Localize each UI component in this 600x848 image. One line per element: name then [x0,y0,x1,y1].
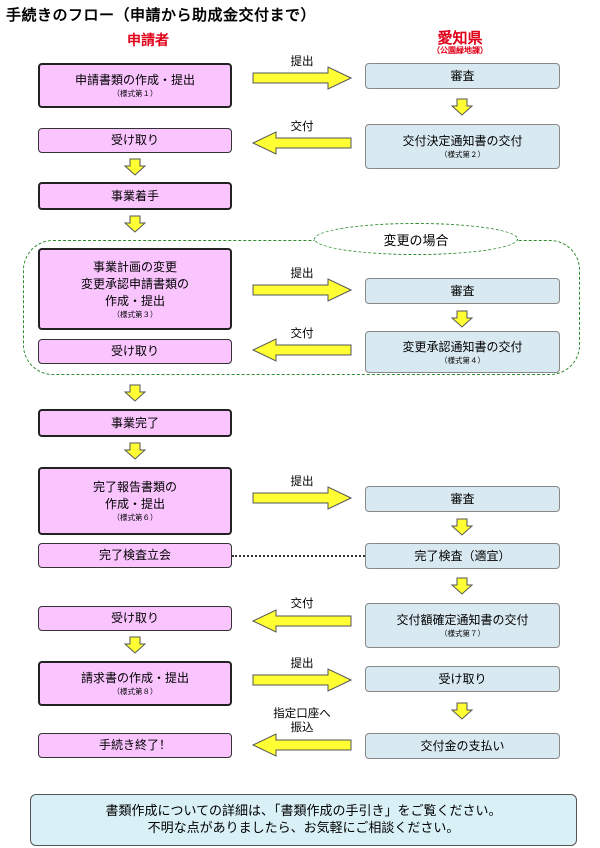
box-label: 申請書類の作成・提出 [74,73,195,87]
box-label: 変更承認申請書類の [80,276,189,291]
arrow-left-icon [252,338,352,362]
footer-note: 書類作成についての詳細は、「書類作成の手引き」をご覧ください。 不明な点がありま… [30,794,577,846]
form-note: （様式第７） [440,629,485,638]
arrow-label-submit: 提出 [290,656,314,670]
flow-box-project-start: 事業着手 [38,182,232,210]
form-note: （様式第４） [440,355,485,365]
prefecture-department: （公園緑地課） [432,46,488,55]
box-label: 交付金の支払い [420,738,505,753]
arrow-label-grant: 交付 [290,596,314,610]
box-label: 完了検査立会 [98,548,171,562]
flow-box-review-1: 審査 [365,63,560,89]
box-label: 審査 [450,283,475,298]
box-label: 受け取り [110,344,159,358]
flow-box-amount-confirmation-notice: 交付額確定通知書の交付 （様式第７） [365,603,560,648]
flow-box-project-complete: 事業完了 [38,409,232,437]
flow-box-application: 申請書類の作成・提出 （様式第１） [38,63,232,108]
box-label: 受け取り [110,611,159,625]
inspection-connector-line [232,555,365,557]
arrow-down-icon [450,518,474,536]
box-label: 作成・提出 [104,293,165,308]
footer-line: 書類作成についての詳細は、「書類作成の手引き」をご覧ください。 [105,804,502,819]
change-case-group [23,240,580,375]
arrow-label-line: 振込 [290,720,314,734]
arrow-down-icon [123,158,147,176]
box-label: 事業着手 [110,188,159,203]
box-label: 請求書の作成・提出 [80,671,189,685]
flow-box-receive-decision: 受け取り [38,128,232,153]
box-label: 作成・提出 [104,497,165,511]
flow-box-completion-report: 完了報告書類の 作成・提出 （様式第６） [38,467,232,535]
box-label: 完了検査（適宜） [414,548,511,563]
prefecture-column-header: 愛知県 （公園緑地課） [410,30,510,56]
flow-box-change-approval-notice: 変更承認通知書の交付 （様式第４） [365,331,560,373]
flow-box-review-2: 審査 [365,278,560,304]
flow-box-payment: 交付金の支払い [365,733,560,759]
flow-box-receive-invoice: 受け取り [365,666,560,692]
form-note: （様式第６） [112,513,158,522]
arrow-down-icon [123,384,147,402]
arrow-left-icon [252,733,352,757]
box-label: 交付額確定通知書の交付 [396,613,529,627]
form-note: （様式第３） [112,309,158,319]
arrow-right-icon [252,668,352,692]
form-note: （様式第２） [440,150,485,159]
arrow-label-submit: 提出 [290,474,314,488]
form-note: （様式第１） [112,89,158,98]
box-label: 審査 [450,68,475,83]
arrow-label-grant: 交付 [290,326,314,340]
box-label: 審査 [450,491,475,506]
box-label: 変更承認通知書の交付 [402,339,523,354]
flow-box-finished: 手続き終了！ [38,733,232,758]
arrow-label-transfer: 指定口座へ 振込 [247,706,357,734]
box-label: 完了報告書類の [92,480,177,494]
arrow-right-icon [252,66,352,90]
change-case-label: 変更の場合 [314,223,518,255]
footer-line: 不明な点がありましたら、お気軽にご相談ください。 [147,821,460,836]
flow-box-invoice: 請求書の作成・提出 （様式第８） [38,661,232,706]
arrow-label-line: 指定口座へ [273,706,331,720]
box-label: 事業計画の変更 [92,259,177,274]
flow-box-review-3: 審査 [365,486,560,512]
arrow-down-icon [450,310,474,328]
arrow-label-submit: 提出 [290,54,314,68]
flow-box-change-application: 事業計画の変更 変更承認申請書類の 作成・提出 （様式第３） [38,248,232,330]
arrow-down-icon [123,636,147,654]
page-title: 手続きのフロー（申請から助成金交付まで） [6,6,317,24]
arrow-label-submit: 提出 [290,266,314,280]
prefecture-name: 愛知県 [437,29,483,47]
flow-box-grant-decision-notice: 交付決定通知書の交付 （様式第２） [365,124,560,169]
flow-box-inspection-attend: 完了検査立会 [38,543,232,568]
arrow-down-icon [450,577,474,595]
arrow-left-icon [252,131,352,155]
form-note: （様式第８） [112,687,158,696]
box-label: 交付決定通知書の交付 [402,134,523,148]
arrow-right-icon [252,486,352,510]
arrow-down-icon [123,215,147,233]
box-label: 受け取り [438,671,487,686]
box-label: 手続き終了！ [98,738,171,752]
box-label: 受け取り [110,133,159,147]
arrow-down-icon [450,98,474,116]
flow-box-receive-change: 受け取り [38,339,232,364]
applicant-column-header: 申請者 [127,33,169,49]
box-label: 事業完了 [110,415,159,430]
arrow-label-grant: 交付 [290,119,314,133]
arrow-down-icon [123,442,147,460]
arrow-right-icon [252,278,352,302]
flow-box-receive-amount: 受け取り [38,606,232,631]
arrow-left-icon [252,609,352,633]
arrow-down-icon [450,702,474,720]
flow-box-completion-inspection: 完了検査（適宜） [365,543,560,569]
